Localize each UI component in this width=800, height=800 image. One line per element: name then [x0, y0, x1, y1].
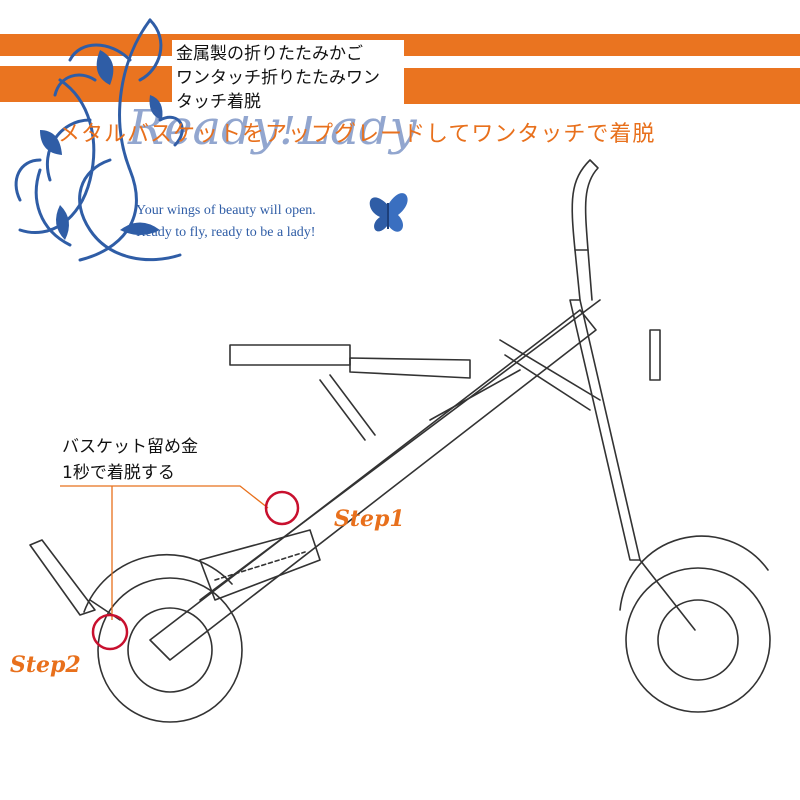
step1-highlight — [264, 490, 300, 526]
callout-line: バスケット留め金 — [62, 437, 198, 457]
handlebar — [571, 159, 599, 251]
orange-stripe-left — [0, 66, 172, 102]
tagline: Your wings of beauty will open. Ready to… — [136, 200, 366, 244]
main-frame — [149, 309, 597, 661]
battery-block — [199, 529, 321, 601]
butterfly-icon — [369, 193, 408, 232]
rear-fender — [83, 553, 233, 613]
seat-rear — [349, 357, 471, 379]
front-fork — [569, 299, 641, 561]
rear-wheel — [97, 577, 243, 723]
front-wheel — [625, 567, 771, 713]
floral-leaves — [40, 50, 163, 240]
header-jp-text: 金属製の折りたたみかご ワンタッチ折りたたみワン タッチ着脱 — [172, 40, 404, 116]
tagline-line: Your wings of beauty will open. — [136, 203, 316, 218]
orange-stripe-right — [400, 68, 800, 104]
header-jp-line: 金属製の折りたたみかご — [176, 44, 363, 64]
rear-hub — [127, 607, 213, 693]
orange-headline: メタルバスケットをアップグレードしてワンタッチで着脱 — [58, 122, 656, 147]
callout-line: 1秒で着脱する — [62, 463, 175, 483]
rear-stand — [29, 539, 96, 616]
header-jp-line: タッチ着脱 — [176, 92, 261, 112]
tagline-line: Ready to fly, ready to be a lady! — [136, 225, 316, 240]
callout-lines — [60, 485, 269, 620]
front-fender — [619, 535, 769, 611]
seat — [229, 344, 351, 366]
front-hub — [657, 599, 739, 681]
step2-label: Step2 — [10, 652, 81, 678]
step1-label: Step1 — [334, 506, 405, 532]
step2-highlight — [91, 613, 129, 651]
header-jp-line: ワンタッチ折りたたみワン — [176, 68, 380, 88]
folding-bike — [29, 159, 771, 723]
basket-clasp-callout: バスケット留め金 1秒で着脱する — [62, 434, 262, 486]
